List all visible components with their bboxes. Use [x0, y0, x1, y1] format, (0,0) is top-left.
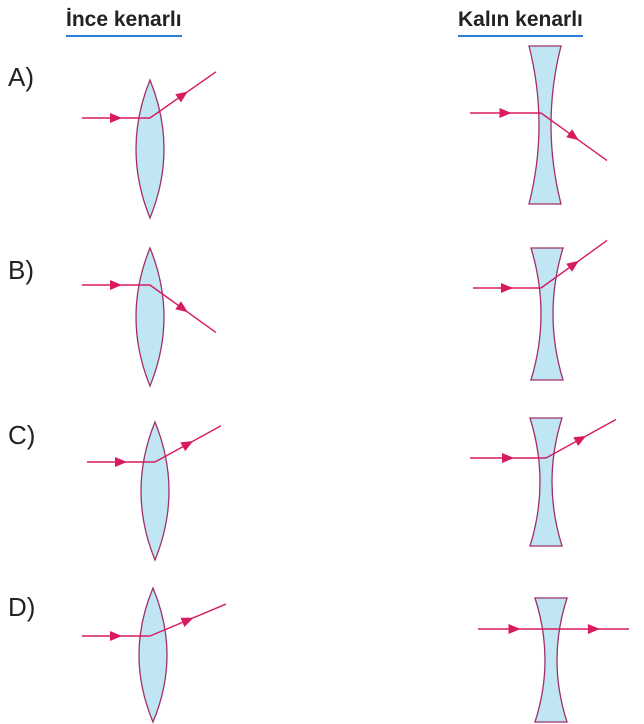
option-b-thick-incident-arrow — [501, 283, 513, 293]
option-d-thick-incident-arrow — [508, 624, 521, 634]
option-b-convex-lens — [135, 246, 165, 388]
option-b-thick-refracted-arrow — [566, 260, 579, 272]
option-c-thin-refracted-arrow — [180, 440, 194, 452]
thin-edged-header: İnce kenarlı — [66, 8, 182, 37]
option-a-thick-refracted-arrow — [566, 129, 579, 141]
option-a-concave-lens — [528, 45, 562, 205]
option-b-thin-refracted-arrow — [175, 301, 188, 313]
option-c-thick-refracted-arrow — [573, 435, 587, 447]
option-c-concave-lens — [529, 417, 563, 547]
option-d-thick-refracted-arrow — [587, 624, 600, 634]
option-b-thin-incident-arrow — [110, 280, 122, 290]
option-a-thin-incident-arrow — [110, 113, 122, 123]
option-b-label: B) — [8, 255, 34, 285]
option-a-thick-incident-arrow — [499, 108, 512, 118]
thick-edged-header: Kalın kenarlı — [458, 8, 583, 37]
option-d-convex-lens — [138, 586, 168, 724]
option-d-thin-incident-arrow — [110, 631, 122, 641]
option-a-label: A) — [8, 62, 34, 92]
option-c-label: C) — [8, 420, 36, 450]
option-c-convex-lens — [140, 420, 170, 562]
option-a-thin-refracted-arrow — [175, 91, 188, 103]
option-a-convex-lens — [135, 78, 165, 220]
option-d-thin-refracted-arrow — [180, 617, 194, 627]
option-b-concave-lens — [530, 247, 564, 381]
option-d-label: D) — [8, 592, 36, 622]
option-c-thin-incident-arrow — [115, 457, 127, 467]
option-c-thick-incident-arrow — [502, 453, 514, 463]
option-d-concave-lens — [534, 597, 568, 723]
